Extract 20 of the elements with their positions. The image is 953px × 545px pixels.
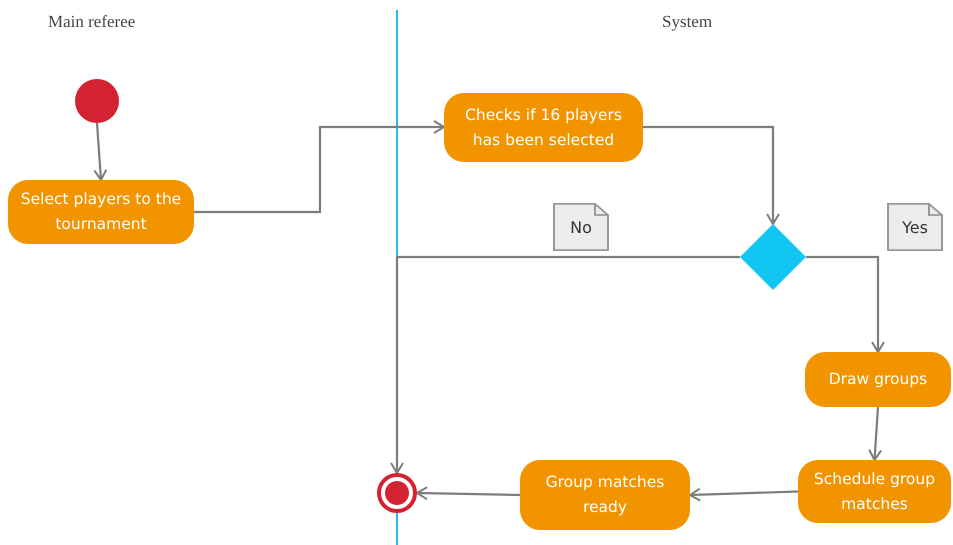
arrow — [689, 488, 798, 502]
arrow — [806, 256, 885, 353]
arrow — [93, 122, 108, 181]
activity-box: Select players to the tournament — [8, 180, 194, 244]
activity-box: Schedule group matches — [798, 460, 951, 523]
start-node — [75, 79, 119, 123]
activity-box: Group matches ready — [520, 460, 690, 530]
arrow — [868, 406, 882, 461]
activity-box: Checks if 16 players has been selected — [444, 93, 643, 162]
lane-header: System — [662, 12, 712, 32]
arrow — [643, 126, 780, 225]
activity-box: Draw groups — [805, 352, 951, 407]
note: No — [553, 203, 609, 251]
arrow — [390, 256, 740, 474]
note: Yes — [887, 203, 943, 251]
decision-diamond — [740, 224, 806, 290]
end-node — [377, 473, 417, 513]
lane-header: Main referee — [48, 12, 136, 32]
arrow — [416, 486, 520, 500]
arrow — [194, 120, 445, 214]
